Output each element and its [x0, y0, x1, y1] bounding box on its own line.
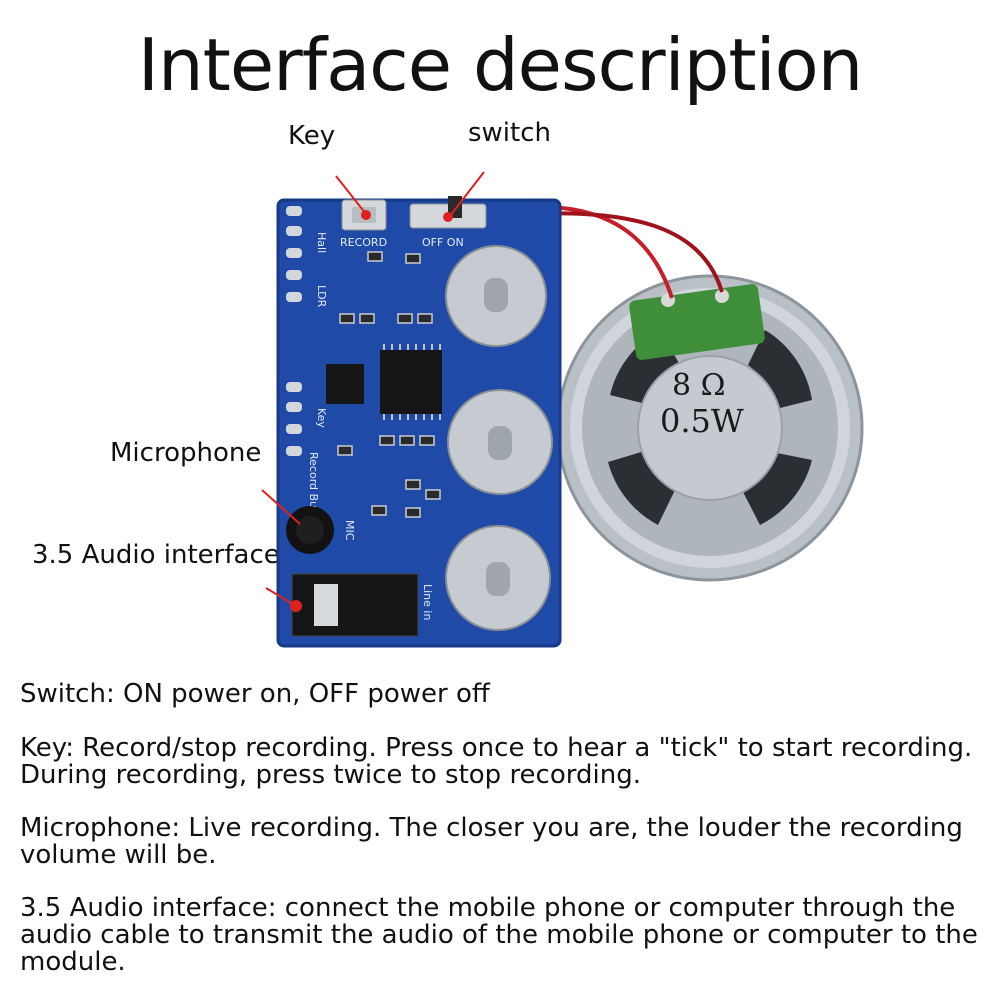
- switch-description: Switch: ON power on, OFF power off: [20, 679, 490, 709]
- speaker: 8 Ω 0.5W: [556, 274, 864, 582]
- switch-pointer-line: [449, 171, 485, 217]
- ic-pins: [383, 344, 441, 420]
- microphone-description: Microphone: Live recording. The closer y…: [20, 813, 963, 870]
- microphone-pointer-line: [261, 489, 301, 525]
- secondary-ic-chip: [326, 364, 364, 404]
- ldr-silk-label: LDR: [315, 285, 328, 308]
- record-busy-silk-label: Record Busy: [307, 452, 320, 521]
- battery-holder-2: [447, 389, 553, 495]
- main-ic-chip: [380, 350, 442, 414]
- speaker-power: 0.5W: [660, 402, 744, 440]
- audio-pointer-line: [265, 587, 297, 607]
- hall-silk-label: Hall: [315, 232, 328, 253]
- pcb-board: RECORD OFF ON Hall LDR Key Record Busy: [276, 196, 562, 648]
- battery-holder-1: [445, 245, 547, 347]
- audio-jack[interactable]: [290, 573, 419, 637]
- edge-pads: [286, 206, 302, 456]
- page-title: Interface description: [137, 23, 864, 107]
- mic-silk-label: MIC: [343, 520, 356, 541]
- record-silk-label: RECORD: [340, 236, 387, 249]
- key-callout-label: Key: [288, 121, 336, 151]
- audio-interface-description: 3.5 Audio interface: connect the mobile …: [20, 893, 978, 977]
- key-silk-label: Key: [315, 408, 328, 428]
- line-in-silk-label: Line in: [421, 584, 434, 620]
- off-on-silk-label: OFF ON: [422, 236, 464, 249]
- smd-components: [337, 251, 441, 518]
- speaker-impedance: 8 Ω: [672, 368, 726, 403]
- battery-holder-3: [445, 525, 551, 631]
- key-description: Key: Record/stop recording. Press once t…: [20, 733, 973, 790]
- key-pointer-line: [335, 175, 367, 215]
- record-key-button[interactable]: [341, 199, 387, 231]
- audio-interface-callout-label: 3.5 Audio interface: [32, 540, 280, 570]
- microphone: [286, 506, 334, 554]
- microphone-callout-label: Microphone: [110, 438, 262, 468]
- switch-callout-label: switch: [468, 118, 552, 148]
